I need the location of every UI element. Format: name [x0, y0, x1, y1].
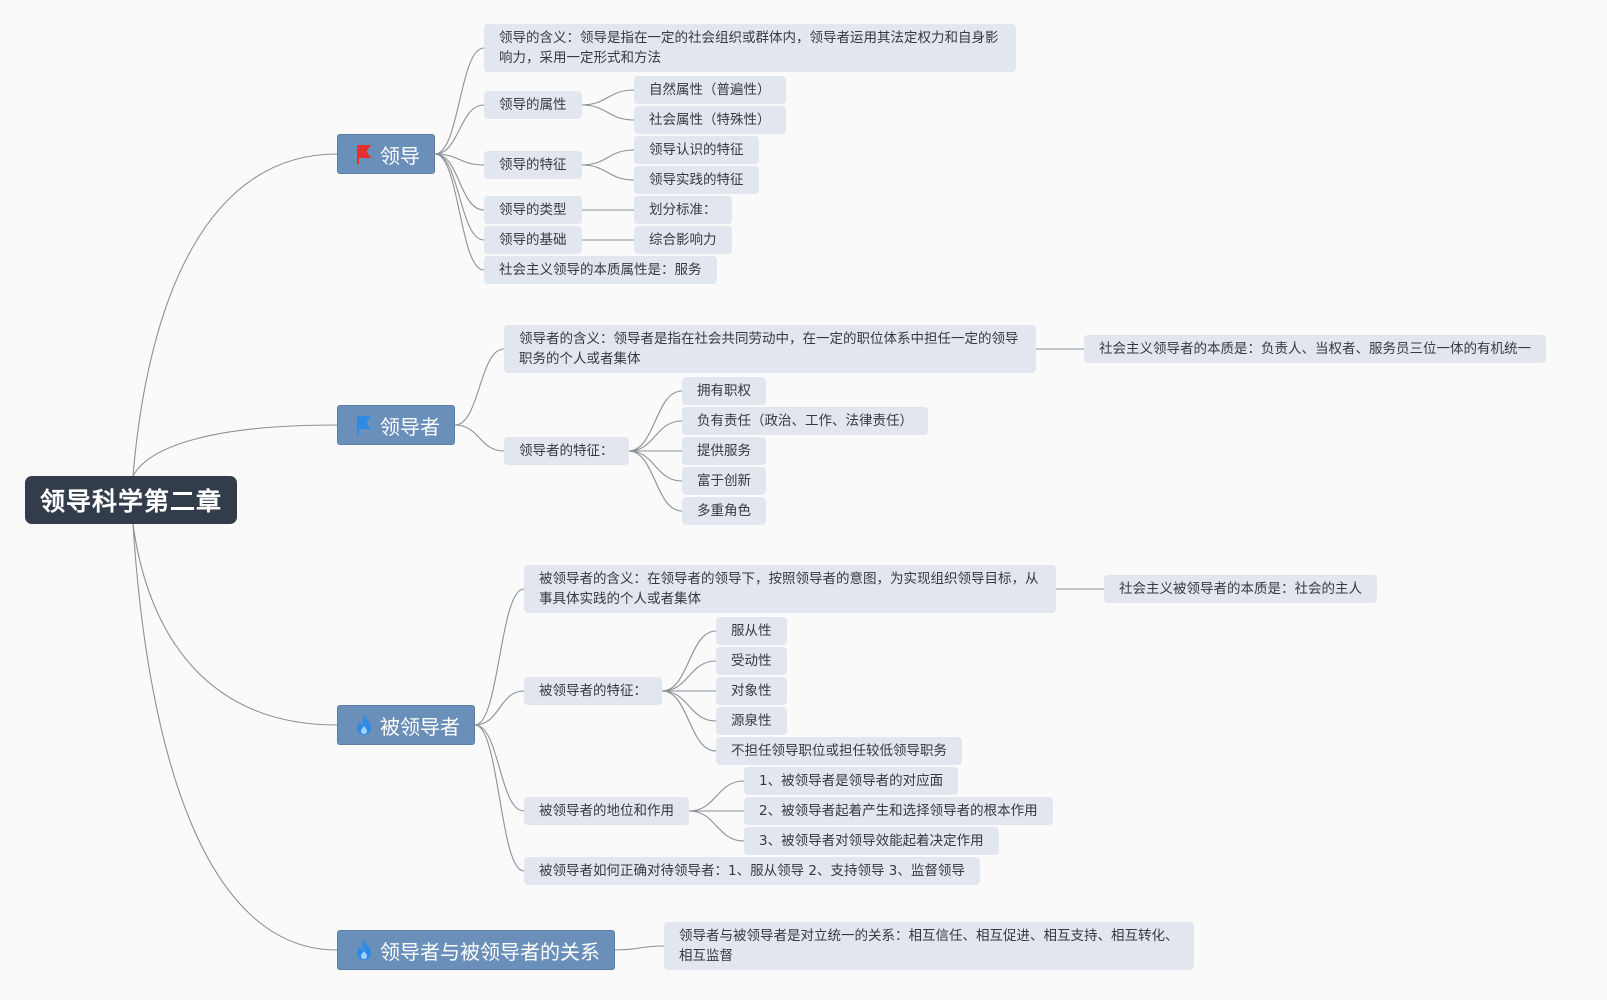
main-topic-leader-person[interactable]: 领导者 [337, 405, 455, 445]
leader-person-essence[interactable]: 社会主义领导者的本质是：负责人、当权者、服务员三位一体的有机统一 [1084, 335, 1546, 363]
leader-attribute-item[interactable]: 自然属性（普遍性） [634, 76, 786, 104]
connector-line [132, 424, 338, 477]
follower-meaning[interactable]: 被领导者的含义：在领导者的领导下，按照领导者的意图，为实现组织领导目标，从事具体… [524, 565, 1056, 613]
leader-basis[interactable]: 领导的基础 [484, 226, 582, 254]
main-topic-label: 领导者 [380, 414, 440, 439]
follower-role-item[interactable]: 1、被领导者是领导者的对应面 [744, 767, 959, 795]
connector-line [434, 153, 485, 211]
follower-feature-item[interactable]: 对象性 [716, 677, 787, 705]
connector-line [614, 945, 665, 951]
connector-line [474, 588, 525, 726]
connector-line [581, 149, 635, 166]
root-topic[interactable]: 领导科学第二章 [25, 476, 237, 524]
follower-feature-item[interactable]: 受动性 [716, 647, 787, 675]
relation-description[interactable]: 领导者与被领导者是对立统一的关系：相互信任、相互促进、相互支持、相互转化、相互监… [664, 922, 1194, 970]
main-topic-leader[interactable]: 领导 [337, 134, 435, 174]
follower-role-item[interactable]: 3、被领导者对领导效能起着决定作用 [744, 827, 999, 855]
connector-line [628, 420, 683, 452]
connector-line [688, 780, 745, 812]
fire-icon [354, 939, 374, 961]
connector-line [628, 390, 683, 452]
connector-line [132, 523, 338, 726]
main-topic-label: 领导者与被领导者的关系 [380, 939, 600, 964]
follower-essence[interactable]: 社会主义被领导者的本质是：社会的主人 [1104, 575, 1377, 603]
connector-line [454, 424, 505, 452]
follower-feature-item[interactable]: 源泉性 [716, 707, 787, 735]
leader-features[interactable]: 领导的特征 [484, 151, 582, 179]
fire-icon [354, 714, 374, 736]
blue-flag-icon [354, 414, 374, 436]
red-flag-icon [354, 143, 374, 165]
leader-feature-item[interactable]: 领导认识的特征 [634, 136, 759, 164]
follower-feature-item[interactable]: 不担任领导职位或担任较低领导职务 [716, 737, 962, 765]
connector-line [628, 450, 683, 512]
connector-line [434, 153, 485, 241]
leader-person-feature-item[interactable]: 多重角色 [682, 497, 766, 525]
main-topic-relation[interactable]: 领导者与被领导者的关系 [337, 930, 615, 970]
leader-basis-item[interactable]: 综合影响力 [634, 226, 732, 254]
connector-line [474, 724, 525, 872]
follower-role-item[interactable]: 2、被领导者起着产生和选择领导者的根本作用 [744, 797, 1053, 825]
leader-essence[interactable]: 社会主义领导的本质属性是：服务 [484, 256, 717, 284]
leader-person-meaning[interactable]: 领导者的含义：领导者是指在社会共同劳动中，在一定的职位体系中担任一定的领导职务的… [504, 325, 1036, 373]
connector-line [434, 153, 485, 271]
main-topic-follower[interactable]: 被领导者 [337, 705, 475, 745]
leader-person-features[interactable]: 领导者的特征： [504, 437, 629, 465]
leader-person-feature-item[interactable]: 提供服务 [682, 437, 766, 465]
connector-line [474, 690, 525, 726]
connector-line [581, 104, 635, 121]
leader-person-feature-item[interactable]: 富于创新 [682, 467, 766, 495]
leader-person-feature-item[interactable]: 负有责任（政治、工作、法律责任） [682, 407, 928, 435]
follower-role[interactable]: 被领导者的地位和作用 [524, 797, 689, 825]
connector-line [688, 810, 745, 842]
follower-feature-item[interactable]: 服从性 [716, 617, 787, 645]
connector-line [434, 104, 485, 155]
main-topic-label: 被领导者 [380, 714, 460, 739]
connector-line [434, 47, 485, 155]
main-topic-label: 领导 [380, 143, 420, 168]
leader-attribute-item[interactable]: 社会属性（特殊性） [634, 106, 786, 134]
connector-line [132, 153, 338, 477]
connector-line [661, 690, 717, 722]
connector-line [628, 450, 683, 482]
connector-line [434, 153, 485, 166]
connector-line [581, 164, 635, 181]
leader-feature-item[interactable]: 领导实践的特征 [634, 166, 759, 194]
leader-types[interactable]: 领导的类型 [484, 196, 582, 224]
connector-line [581, 89, 635, 106]
follower-features[interactable]: 被领导者的特征： [524, 677, 662, 705]
connector-line [661, 690, 717, 752]
connector-line [132, 523, 338, 951]
connector-line [661, 630, 717, 692]
connector-line [454, 348, 505, 426]
leader-types-item[interactable]: 划分标准： [634, 196, 732, 224]
leader-person-feature-item[interactable]: 拥有职权 [682, 377, 766, 405]
follower-treat[interactable]: 被领导者如何正确对待领导者：1、服从领导 2、支持领导 3、监督领导 [524, 857, 980, 885]
connector-line [474, 724, 525, 812]
leader-meaning[interactable]: 领导的含义：领导是指在一定的社会组织或群体内，领导者运用其法定权力和自身影响力，… [484, 24, 1016, 72]
leader-attributes[interactable]: 领导的属性 [484, 91, 582, 119]
connector-line [661, 660, 717, 692]
